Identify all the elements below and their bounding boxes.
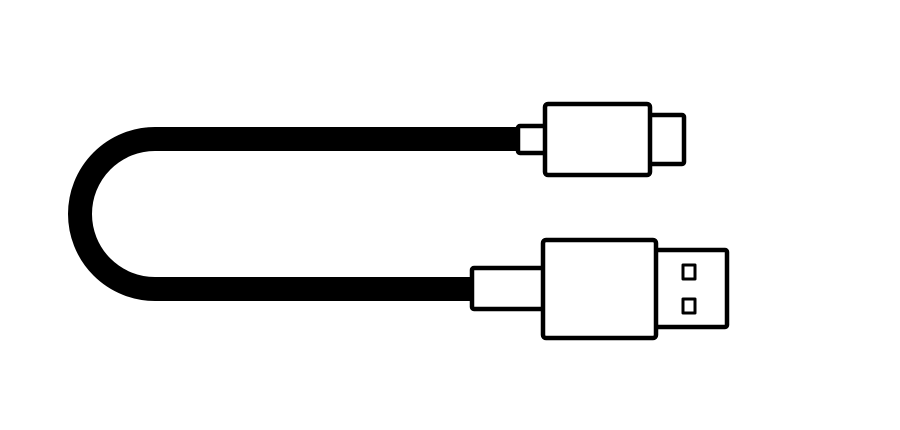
usb-a-contact-hole-top	[681, 263, 697, 281]
usb-a-contact-hole-bottom	[681, 297, 697, 315]
usb-a-connector-icon	[469, 237, 730, 341]
cable-icon	[68, 127, 520, 301]
usb-c-neck	[515, 123, 550, 156]
usb-a-plug	[651, 247, 730, 330]
usb-c-connector-icon	[515, 101, 687, 178]
usb-c-body	[542, 101, 653, 178]
usb-a-neck	[469, 265, 548, 312]
usb-a-body	[540, 237, 659, 341]
usb-c-tip	[645, 112, 687, 167]
